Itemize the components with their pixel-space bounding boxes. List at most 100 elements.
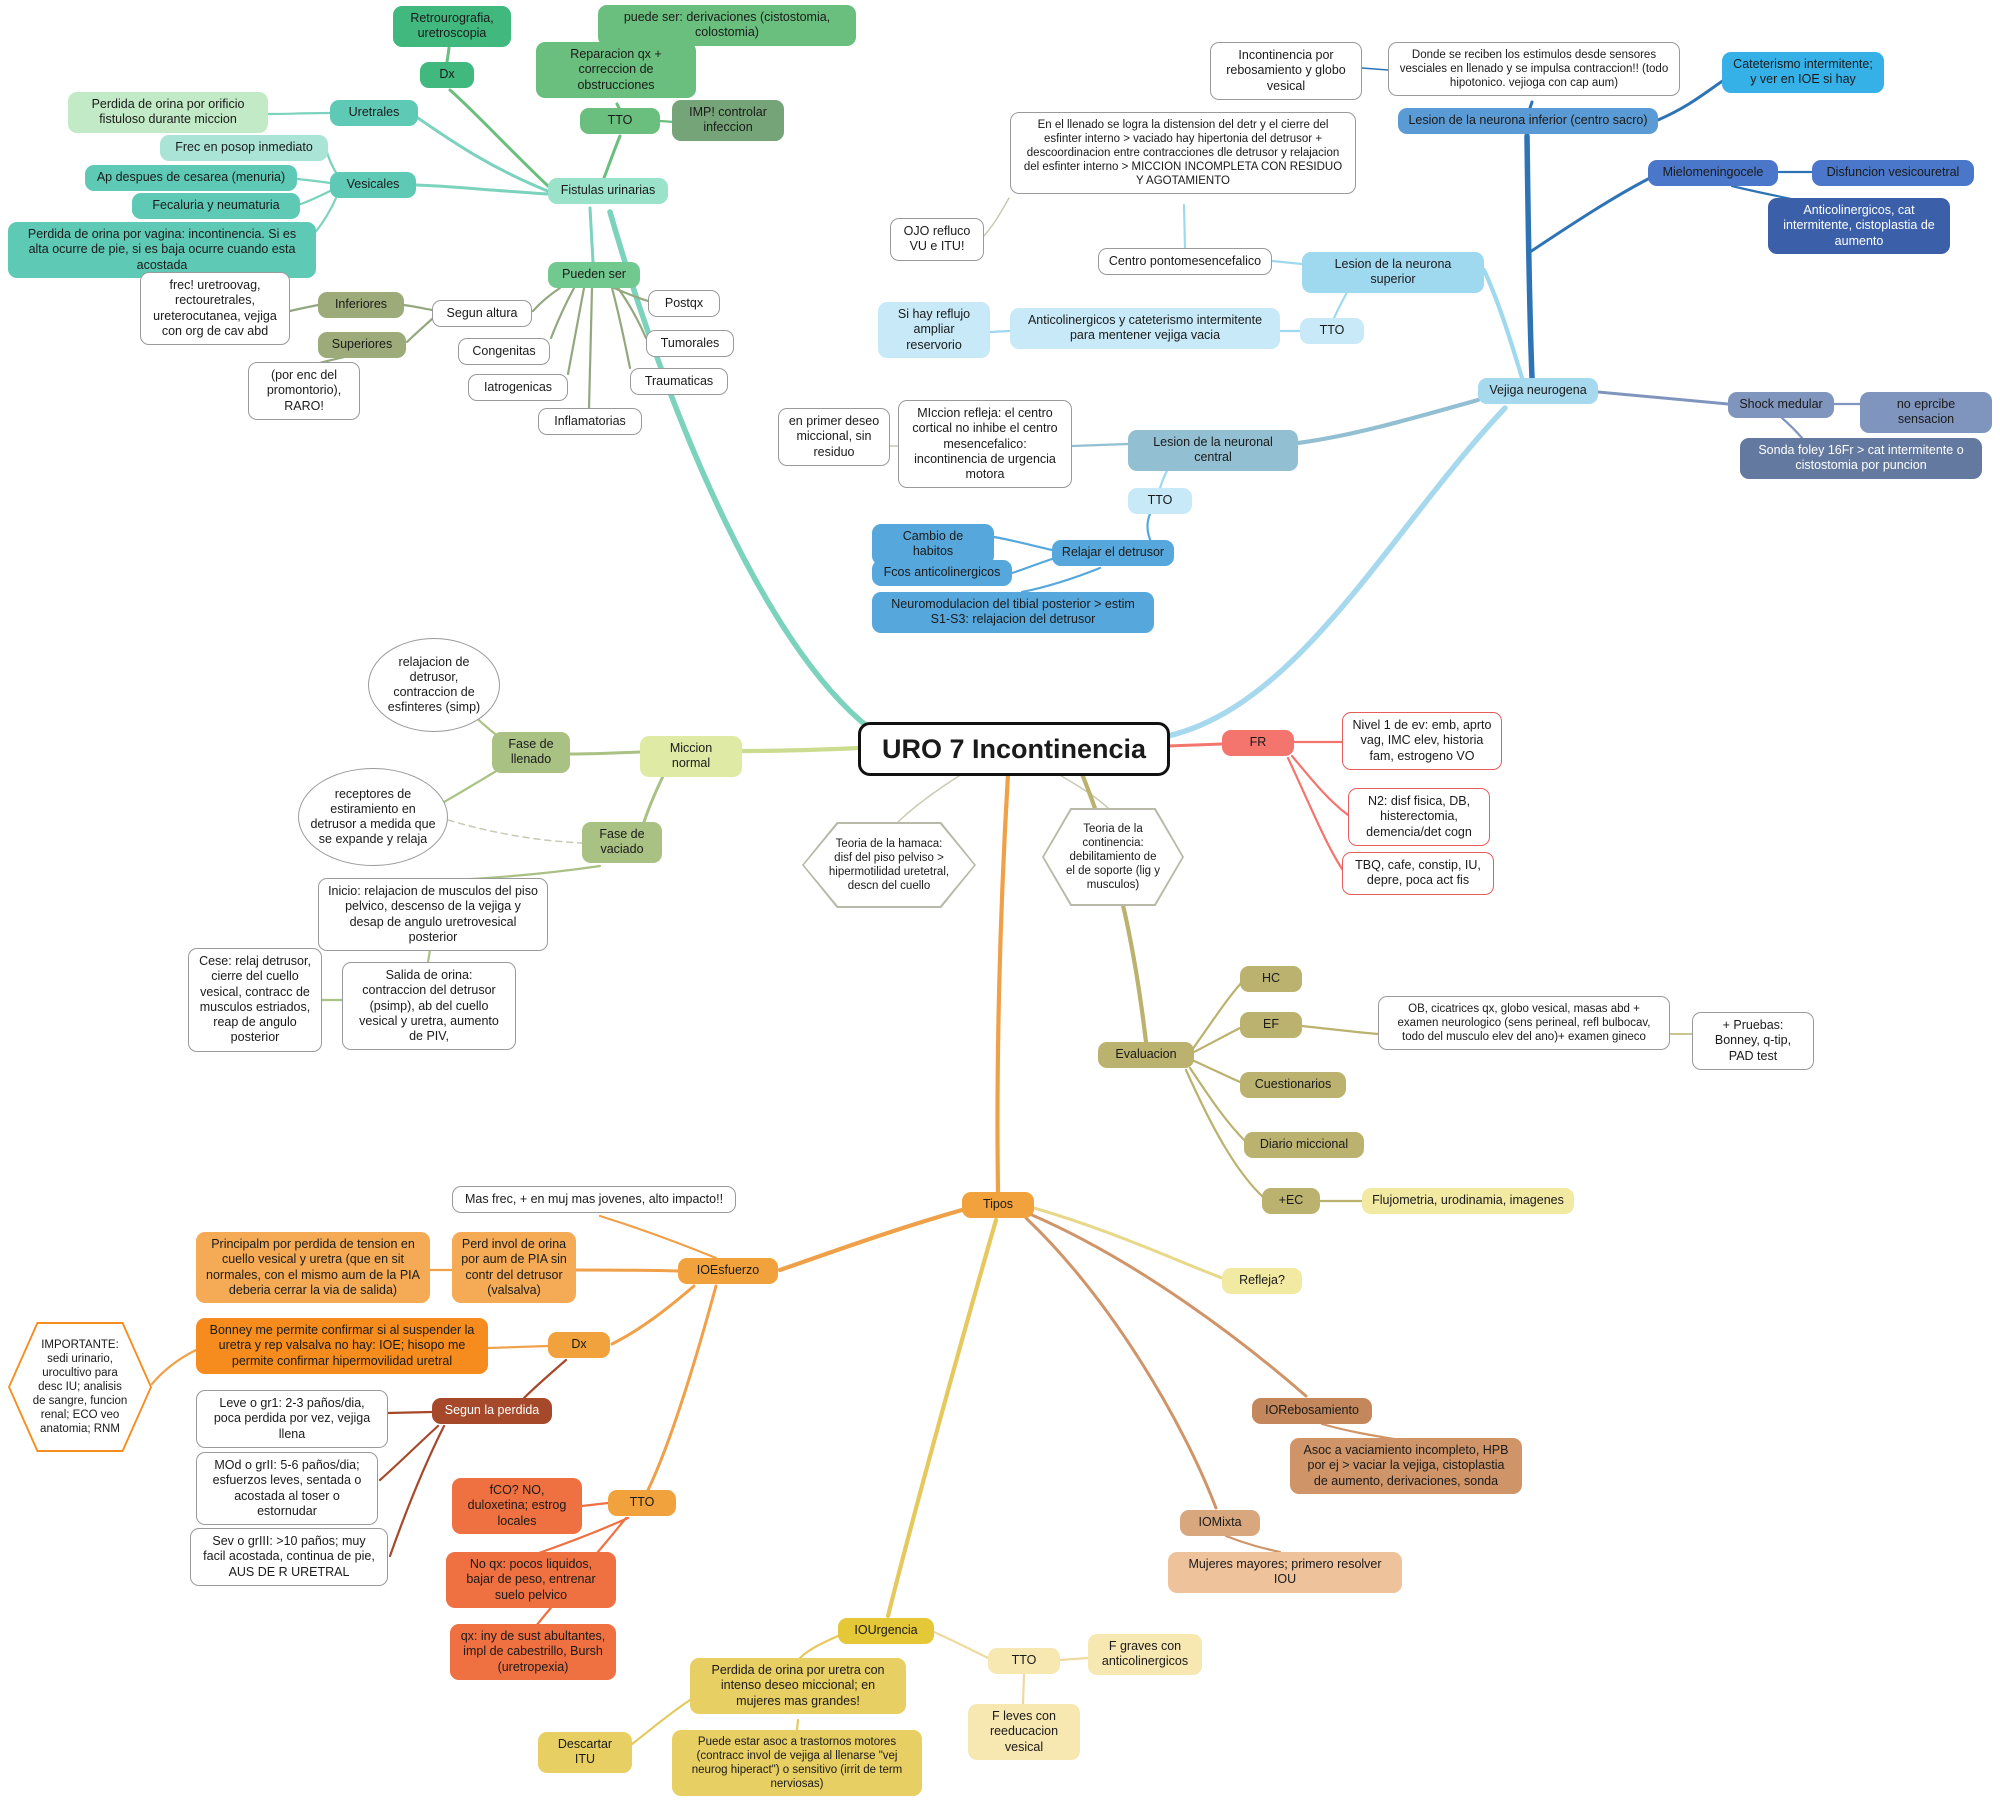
node-miccion-refleja[interactable]: MIccion refleja: el centro cortical no i… [898, 400, 1072, 489]
node-fcos-anticolinergicos[interactable]: Fcos anticolinergicos [872, 560, 1012, 586]
node-centro-pontomesencefalico[interactable]: Centro pontomesencefalico [1098, 248, 1272, 276]
node-postqx[interactable]: Postqx [648, 290, 720, 318]
node-diario-miccional[interactable]: Diario miccional [1244, 1132, 1364, 1158]
node-fistulas-urinarias[interactable]: Fistulas urinarias [548, 178, 668, 204]
node-puede-asoc[interactable]: Puede estar asoc a trastornos motores (c… [672, 1730, 922, 1797]
node-receptores-estiramiento[interactable]: receptores de estiramiento en detrusor a… [298, 768, 448, 866]
node-reparacion-qx[interactable]: Reparacion qx + correccion de obstruccio… [536, 42, 696, 98]
node-lesion-neurona-superior[interactable]: Lesion de la neurona superior [1302, 252, 1484, 293]
node-no-percibe-sensacion[interactable]: no eprcibe sensacion [1860, 392, 1992, 433]
node-ap-cesarea[interactable]: Ap despues de cesarea (menuria) [85, 165, 297, 191]
node-neuromodulacion[interactable]: Neuromodulacion del tibial posterior > e… [872, 592, 1154, 633]
node-fecaluria[interactable]: Fecaluria y neumaturia [132, 193, 300, 219]
node-fr[interactable]: FR [1222, 730, 1294, 756]
node-refleja[interactable]: Refleja? [1222, 1268, 1302, 1294]
node-shock-medular[interactable]: Shock medular [1728, 392, 1834, 418]
node-cese-vaciado[interactable]: Cese: relaj detrusor, cierre del cuello … [188, 948, 322, 1052]
node-ec[interactable]: +EC [1262, 1188, 1320, 1214]
node-incontinencia-rebosamiento[interactable]: Incontinencia por rebosamiento y globo v… [1210, 42, 1362, 100]
node-lesion-neuronal-central[interactable]: Lesion de la neuronal central [1128, 430, 1298, 471]
node-frec-uretroovag[interactable]: frec! uretroovag, rectouretrales, ureter… [140, 272, 290, 345]
node-vejiga-neurogena[interactable]: Vejiga neurogena [1478, 378, 1598, 404]
node-disfuncion-vesicouretral[interactable]: Disfuncion vesicouretral [1812, 160, 1974, 186]
node-por-enc-promontorio[interactable]: (por enc del promontorio), RARO! [248, 362, 360, 420]
node-dx-ioe[interactable]: Dx [548, 1332, 610, 1358]
node-teoria-hamaca[interactable]: Teoria de la hamaca: disf del piso pelvi… [802, 822, 976, 908]
node-mas-frec[interactable]: Mas frec, + en muj mas jovenes, alto imp… [452, 1186, 736, 1214]
node-uretrales[interactable]: Uretrales [330, 100, 418, 126]
node-iourgencia[interactable]: IOUrgencia [838, 1618, 934, 1644]
node-fase-vaciado[interactable]: Fase de vaciado [582, 822, 662, 863]
node-cambio-habitos[interactable]: Cambio de habitos [872, 524, 994, 565]
node-importante[interactable]: IMPORTANTE: sedi urinario, urocultivo pa… [8, 1322, 152, 1452]
node-f-leves[interactable]: F leves con reeducacion vesical [968, 1704, 1080, 1760]
node-donde-estimulos[interactable]: Donde se reciben los estimulos desde sen… [1388, 42, 1680, 97]
node-tto-superior[interactable]: TTO [1300, 318, 1364, 344]
node-tto-central[interactable]: TTO [1128, 488, 1192, 514]
node-salida-orina[interactable]: Salida de orina: contraccion del detruso… [342, 962, 516, 1051]
node-fr-nivel1[interactable]: Nivel 1 de ev: emb, aprto vag, IMC elev,… [1342, 712, 1502, 770]
node-tto-ioe[interactable]: TTO [608, 1490, 676, 1516]
node-no-qx[interactable]: No qx: pocos liquidos, bajar de peso, en… [446, 1552, 616, 1608]
node-mielomeningocele[interactable]: Mielomeningocele [1648, 160, 1778, 186]
node-ef[interactable]: EF [1240, 1012, 1302, 1038]
node-pueden-ser[interactable]: Pueden ser [548, 262, 640, 288]
node-miccion-normal[interactable]: Miccion normal [640, 736, 742, 777]
node-tumorales[interactable]: Tumorales [646, 330, 734, 358]
node-ef-detalle[interactable]: OB, cicatrices qx, globo vesical, masas … [1378, 996, 1670, 1051]
node-leve-gr1[interactable]: Leve o gr1: 2-3 paños/dia, poca perdida … [196, 1390, 388, 1448]
node-perdida-orificio[interactable]: Perdida de orina por orificio fistuloso … [68, 92, 268, 133]
node-relajar-detrusor[interactable]: Relajar el detrusor [1052, 540, 1174, 566]
node-fco[interactable]: fCO? NO, duloxetina; estrog locales [452, 1478, 582, 1534]
node-fr-tbq[interactable]: TBQ, cafe, constip, IU, depre, poca act … [1342, 852, 1494, 895]
node-qx-iny[interactable]: qx: iny de sust abultantes, impl de cabe… [450, 1624, 616, 1680]
node-flujometria[interactable]: Flujometria, urodinamia, imagenes [1362, 1188, 1574, 1214]
node-retrourografia[interactable]: Retrourografia, uretroscopia [393, 6, 511, 47]
node-primer-deseo[interactable]: en primer deseo miccional, sin residuo [778, 408, 890, 466]
node-superiores[interactable]: Superiores [318, 332, 406, 358]
node-hc[interactable]: HC [1240, 966, 1302, 992]
node-sonda-foley[interactable]: Sonda foley 16Fr > cat intermitente o ci… [1740, 438, 1982, 479]
node-iorebosamiento[interactable]: IORebosamiento [1252, 1398, 1372, 1424]
node-descartar-itu[interactable]: Descartar ITU [538, 1732, 632, 1773]
node-ojo-refluco[interactable]: OJO refluco VU e ITU! [890, 218, 984, 261]
node-mod-gr2[interactable]: MOd o grII: 5-6 paños/dia; esfuerzos lev… [196, 1452, 378, 1525]
node-teoria-continencia[interactable]: Teoria de la continencia: debilitamiento… [1042, 808, 1184, 906]
node-segun-altura[interactable]: Segun altura [432, 300, 532, 328]
node-traumaticas[interactable]: Traumaticas [630, 368, 728, 396]
node-perd-invol[interactable]: Perd invol de orina por aum de PIA sin c… [452, 1232, 576, 1303]
node-anticolinergicos-cat[interactable]: Anticolinergicos, cat intermitente, cist… [1768, 198, 1950, 254]
node-ioesfuerzo[interactable]: IOEsfuerzo [678, 1258, 778, 1284]
node-asoc-vaciamiento[interactable]: Asoc a vaciamiento incompleto, HPB por e… [1290, 1438, 1522, 1494]
node-cuestionarios[interactable]: Cuestionarios [1240, 1072, 1346, 1098]
node-si-reflujo[interactable]: Si hay reflujo ampliar reservorio [878, 302, 990, 358]
node-en-llenado[interactable]: En el llenado se logra la distension del… [1010, 112, 1356, 195]
node-f-graves[interactable]: F graves con anticolinergicos [1088, 1634, 1202, 1675]
node-frec-posop[interactable]: Frec en posop inmediato [160, 135, 328, 161]
node-dx-fistulas[interactable]: Dx [420, 62, 474, 88]
node-derivaciones[interactable]: puede ser: derivaciones (cistostomia, co… [598, 5, 856, 46]
node-sev-gr3[interactable]: Sev o grIII: >10 paños; muy facil acosta… [190, 1528, 388, 1586]
node-fase-llenado[interactable]: Fase de llenado [492, 732, 570, 773]
node-congenitas[interactable]: Congenitas [458, 338, 550, 366]
node-mujeres-mayores[interactable]: Mujeres mayores; primero resolver IOU [1168, 1552, 1402, 1593]
node-fr-n2[interactable]: N2: disf fisica, DB, histerectomia, deme… [1348, 788, 1490, 846]
node-vesicales[interactable]: Vesicales [330, 172, 416, 198]
node-cateterismo-intermitente[interactable]: Cateterismo intermitente; y ver en IOE s… [1722, 52, 1884, 93]
node-tipos[interactable]: Tipos [962, 1192, 1034, 1218]
node-anticolinergicos-cateterismo[interactable]: Anticolinergicos y cateterismo intermite… [1010, 308, 1280, 349]
node-inflamatorias[interactable]: Inflamatorias [538, 408, 642, 436]
node-iomixta[interactable]: IOMixta [1180, 1510, 1260, 1536]
node-inicio-vaciado[interactable]: Inicio: relajacion de musculos del piso … [318, 878, 548, 951]
node-segun-perdida[interactable]: Segun la perdida [432, 1398, 552, 1424]
node-evaluacion[interactable]: Evaluacion [1098, 1042, 1194, 1068]
node-tto-fistulas[interactable]: TTO [580, 108, 660, 134]
node-imp-infeccion[interactable]: IMP! controlar infeccion [672, 100, 784, 141]
node-relajacion-simp[interactable]: relajacion de detrusor, contraccion de e… [368, 638, 500, 732]
node-perdida-uretra[interactable]: Perdida de orina por uretra con intenso … [690, 1658, 906, 1714]
node-pruebas[interactable]: + Pruebas: Bonney, q-tip, PAD test [1692, 1012, 1814, 1070]
node-tto-iourgencia[interactable]: TTO [988, 1648, 1060, 1674]
node-iatrogenicas[interactable]: Iatrogenicas [468, 374, 568, 402]
node-central-topic[interactable]: URO 7 Incontinencia [858, 722, 1170, 776]
node-perdida-vagina[interactable]: Perdida de orina por vagina: incontinenc… [8, 222, 316, 278]
